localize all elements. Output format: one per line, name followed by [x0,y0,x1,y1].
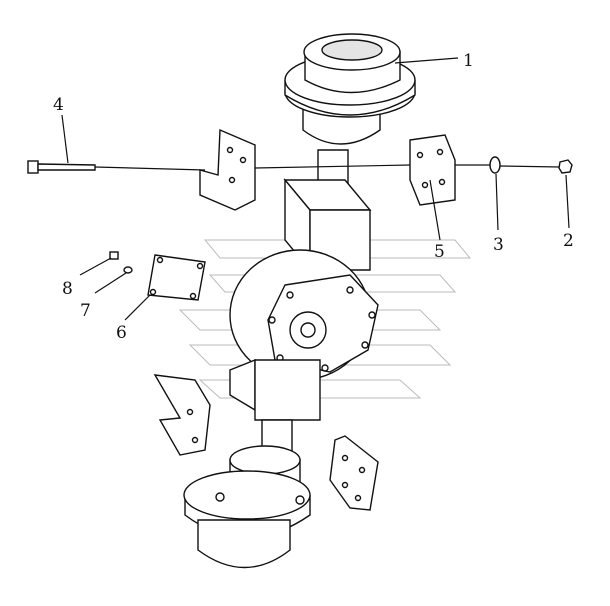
bottom-roller-part [183,445,311,569]
lower-right-plate [329,435,379,511]
plate-part-5 [409,134,456,206]
washer-part-3 [489,156,501,174]
cover-plate-part-6 [147,254,206,301]
axle-housing [229,178,379,466]
callout-3: 3 [493,235,504,255]
callout-5: 5 [434,242,445,262]
callout-8: 8 [62,279,73,299]
bolt-part-4 [27,160,561,174]
callout-2: 2 [563,231,574,251]
callout-4: 4 [53,95,64,115]
nut-part-2 [558,159,573,174]
screw-part-8 [109,251,119,260]
callout-6: 6 [116,323,127,343]
callout-7: 7 [80,301,91,321]
callout-labels: 1 2 3 4 5 6 7 8 [53,51,574,343]
top-roller-part [284,33,416,201]
upper-left-bracket [199,128,256,211]
lower-left-bracket [153,374,211,456]
callout-1: 1 [463,51,474,71]
washer-part-7 [123,266,133,274]
leader-lines [61,57,570,321]
